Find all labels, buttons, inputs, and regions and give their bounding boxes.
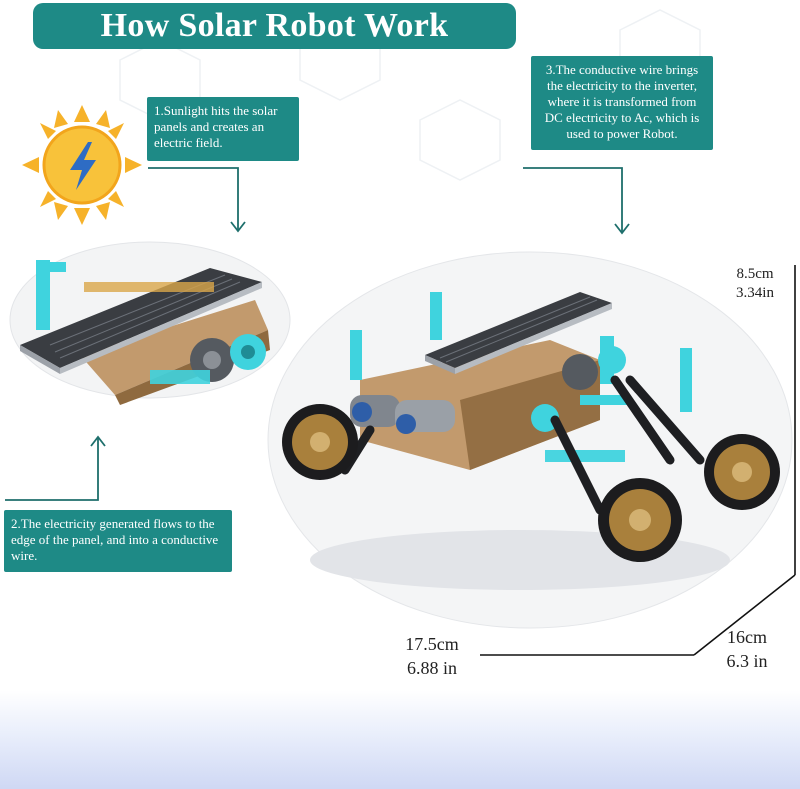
robot-illustration (267, 251, 793, 629)
height-in-label: 3.34in (736, 285, 774, 301)
depth-cm-label: 16cm (727, 627, 767, 647)
flow-arrows (5, 167, 630, 501)
step-3-note: 3.The conductive wire brings the electri… (531, 56, 713, 150)
wheel (704, 434, 780, 510)
width-cm-label: 17.5cm (405, 634, 459, 654)
lightning-bolt-icon (70, 142, 96, 190)
wheel (598, 478, 682, 562)
step-1-note: 1.Sunlight hits the solar panels and cre… (147, 97, 299, 161)
step-2-note: 2.The electricity generated flows to the… (4, 510, 232, 572)
depth-dimension: 16cm 6.3 in (707, 625, 787, 673)
page-title: How Solar Robot Work (33, 3, 516, 49)
dimension-lines (480, 265, 796, 656)
width-dimension: 17.5cm 6.88 in (382, 632, 482, 680)
solar-panel-closeup (9, 241, 291, 405)
height-dimension: 8.5cm 3.34in (720, 265, 790, 303)
depth-in-label: 6.3 in (726, 651, 768, 671)
width-in-label: 6.88 in (406, 658, 457, 678)
wheel (282, 404, 358, 480)
height-cm-label: 8.5cm (736, 266, 774, 282)
floor-gradient (0, 690, 800, 789)
